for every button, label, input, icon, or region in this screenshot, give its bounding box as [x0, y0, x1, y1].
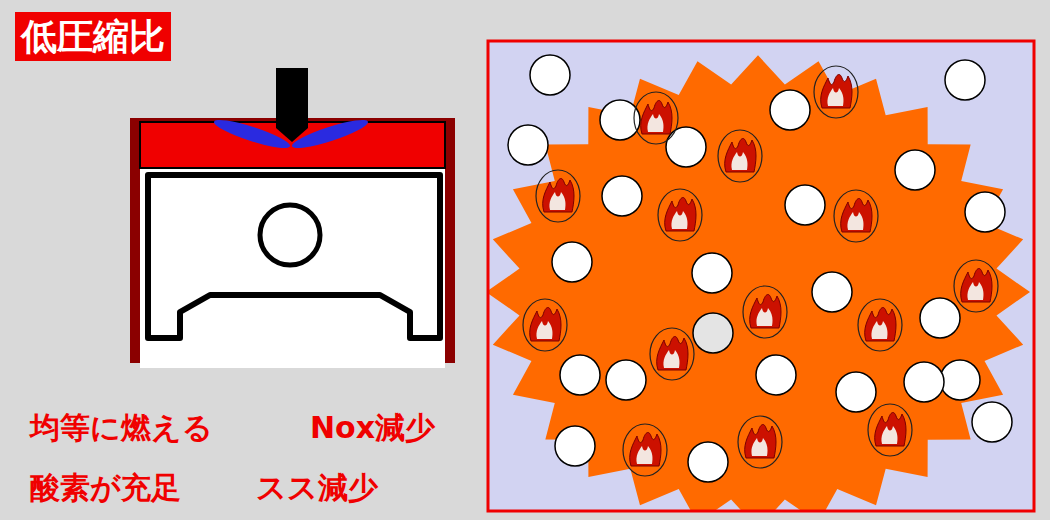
combustion-flame: [487, 55, 1030, 512]
burning-droplet: [658, 189, 702, 241]
burning-droplet: [743, 286, 787, 338]
fuel-droplet: [756, 355, 796, 395]
burning-droplet: [834, 190, 878, 242]
burning-droplet: [868, 404, 912, 456]
burning-droplet: [954, 260, 998, 312]
fuel-droplet: [972, 402, 1012, 442]
fuel-droplet: [688, 442, 728, 482]
burning-droplet: [523, 299, 567, 351]
piston: [148, 175, 440, 338]
fuel-droplet: [602, 176, 642, 216]
fuel-droplet: [920, 298, 960, 338]
fuel-droplet: [904, 362, 944, 402]
fuel-droplet: [940, 360, 980, 400]
effect-note: Nox減少: [310, 410, 435, 446]
burning-droplet: [718, 130, 762, 182]
fuel-droplet: [693, 313, 733, 353]
title-text: 低圧縮比: [21, 15, 165, 58]
fuel-droplet: [560, 355, 600, 395]
effect-note: 酸素が充足: [30, 470, 181, 506]
effect-note: 均等に燃える: [30, 410, 213, 446]
burning-droplet: [814, 66, 858, 118]
injector: [276, 68, 308, 142]
fuel-droplet: [555, 426, 595, 466]
fuel-droplet: [552, 242, 592, 282]
fuel-droplet: [692, 253, 732, 293]
burning-droplet: [536, 170, 580, 222]
fuel-droplet: [666, 127, 706, 167]
piston-pin: [260, 205, 320, 265]
fuel-droplet: [785, 185, 825, 225]
fuel-droplet: [530, 55, 570, 95]
fuel-droplet: [812, 272, 852, 312]
title-box: 低圧縮比: [15, 12, 171, 61]
fuel-droplet: [965, 192, 1005, 232]
fuel-droplet: [895, 150, 935, 190]
burning-droplet: [634, 92, 678, 144]
effect-note: スス減少: [256, 470, 378, 506]
burning-droplet: [623, 424, 667, 476]
fuel-droplet: [606, 360, 646, 400]
fuel-droplet: [836, 372, 876, 412]
fuel-droplet: [508, 125, 548, 165]
burning-droplet: [858, 299, 902, 351]
fuel-droplet: [945, 60, 985, 100]
chamber-border: [488, 41, 1034, 511]
burning-droplet: [650, 328, 694, 380]
cylinder-bore: [140, 168, 445, 368]
fuel-droplet: [770, 90, 810, 130]
burning-droplet: [738, 416, 782, 468]
